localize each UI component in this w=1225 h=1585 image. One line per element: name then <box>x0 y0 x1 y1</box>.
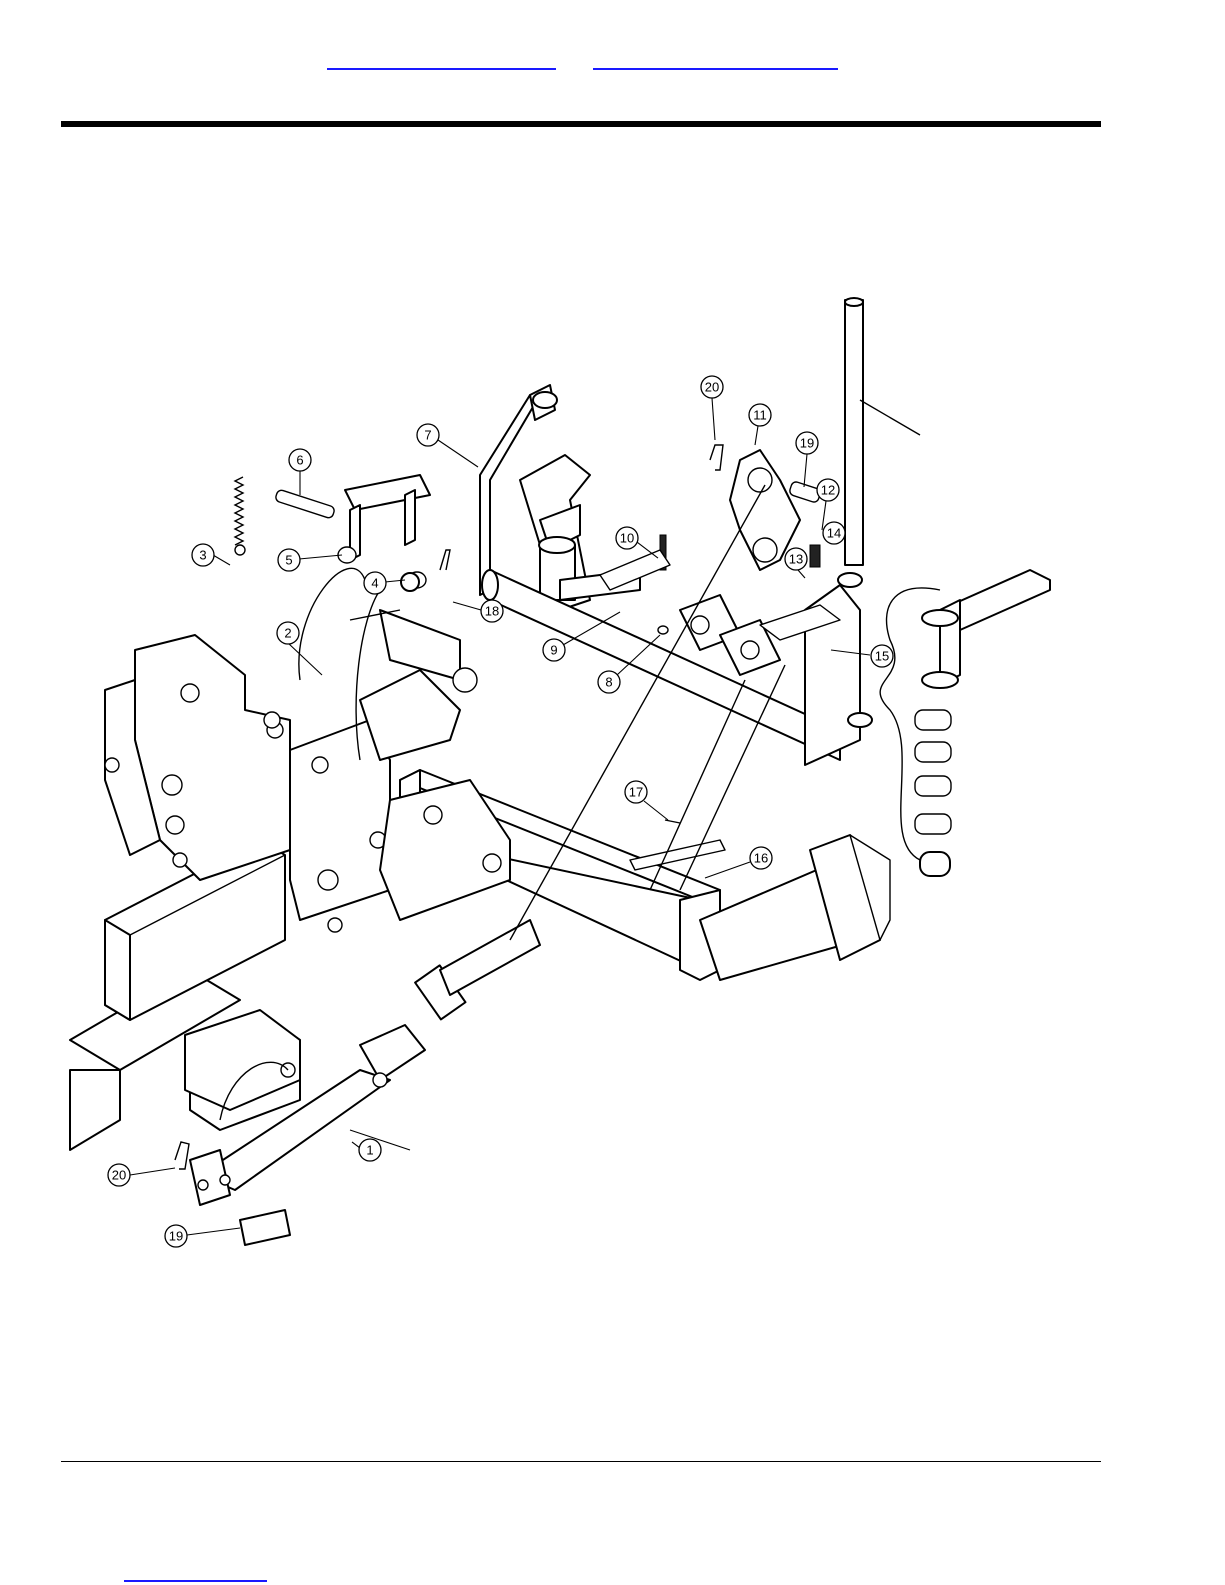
callout-4-label: 4 <box>371 576 378 591</box>
tractor-link <box>922 570 1050 688</box>
callout-12-label: 12 <box>821 483 835 498</box>
callout-8-label: 8 <box>605 675 612 690</box>
main-frame <box>70 840 300 1150</box>
callout-17: 17 <box>625 781 668 820</box>
callout-20-top: 20 <box>701 376 723 440</box>
header-link-1[interactable] <box>327 64 556 70</box>
callout-7: 7 <box>417 424 478 467</box>
callout-7-label: 7 <box>424 428 431 443</box>
callout-18: 18 <box>453 600 503 622</box>
callout-13-label: 13 <box>789 552 803 567</box>
callout-9-label: 9 <box>550 643 557 658</box>
callout-1-label: 1 <box>366 1143 373 1158</box>
callout-6: 6 <box>289 449 311 495</box>
callout-18-label: 18 <box>485 604 499 619</box>
callout-19-top: 19 <box>796 432 818 487</box>
callout-4: 4 <box>364 572 405 594</box>
callout-5-label: 5 <box>285 553 292 568</box>
callout-16-label: 16 <box>754 851 768 866</box>
callout-11-label: 11 <box>753 408 767 423</box>
callout-19-bottom: 19 <box>165 1225 240 1247</box>
callout-14-label: 14 <box>827 526 841 541</box>
callout-20-top-label: 20 <box>705 380 719 395</box>
callout-13: 13 <box>785 548 807 578</box>
callout-2-label: 2 <box>284 626 291 641</box>
callout-17-label: 17 <box>629 785 643 800</box>
header-link-2[interactable] <box>593 64 838 70</box>
callout-3-label: 3 <box>199 548 206 563</box>
callout-20-bottom: 20 <box>108 1164 175 1186</box>
callout-10: 10 <box>616 527 658 558</box>
callout-1: 1 <box>350 1130 410 1161</box>
callout-14: 14 <box>823 522 845 544</box>
vertical-pole <box>845 298 920 565</box>
callout-15-label: 15 <box>875 649 889 664</box>
callout-3: 3 <box>192 544 230 566</box>
callout-19-top-label: 19 <box>800 436 814 451</box>
callout-11: 11 <box>749 404 771 445</box>
spring-3 <box>235 477 245 555</box>
parts-diagram: 1 2 3 4 5 6 7 8 9 10 11 12 13 14 15 16 1… <box>60 280 1060 1270</box>
callout-20-bottom-label: 20 <box>112 1168 126 1183</box>
footer-link[interactable] <box>124 1576 267 1582</box>
pivot-frame-15 <box>760 573 872 765</box>
callout-5: 5 <box>278 549 342 571</box>
callout-10-label: 10 <box>620 531 634 546</box>
main-shaft <box>482 570 840 760</box>
header-rule <box>61 121 1101 127</box>
footer-rule <box>61 1461 1101 1462</box>
callout-19-bottom-label: 19 <box>169 1229 183 1244</box>
callout-6-label: 6 <box>296 453 303 468</box>
lever-11 <box>680 450 800 675</box>
